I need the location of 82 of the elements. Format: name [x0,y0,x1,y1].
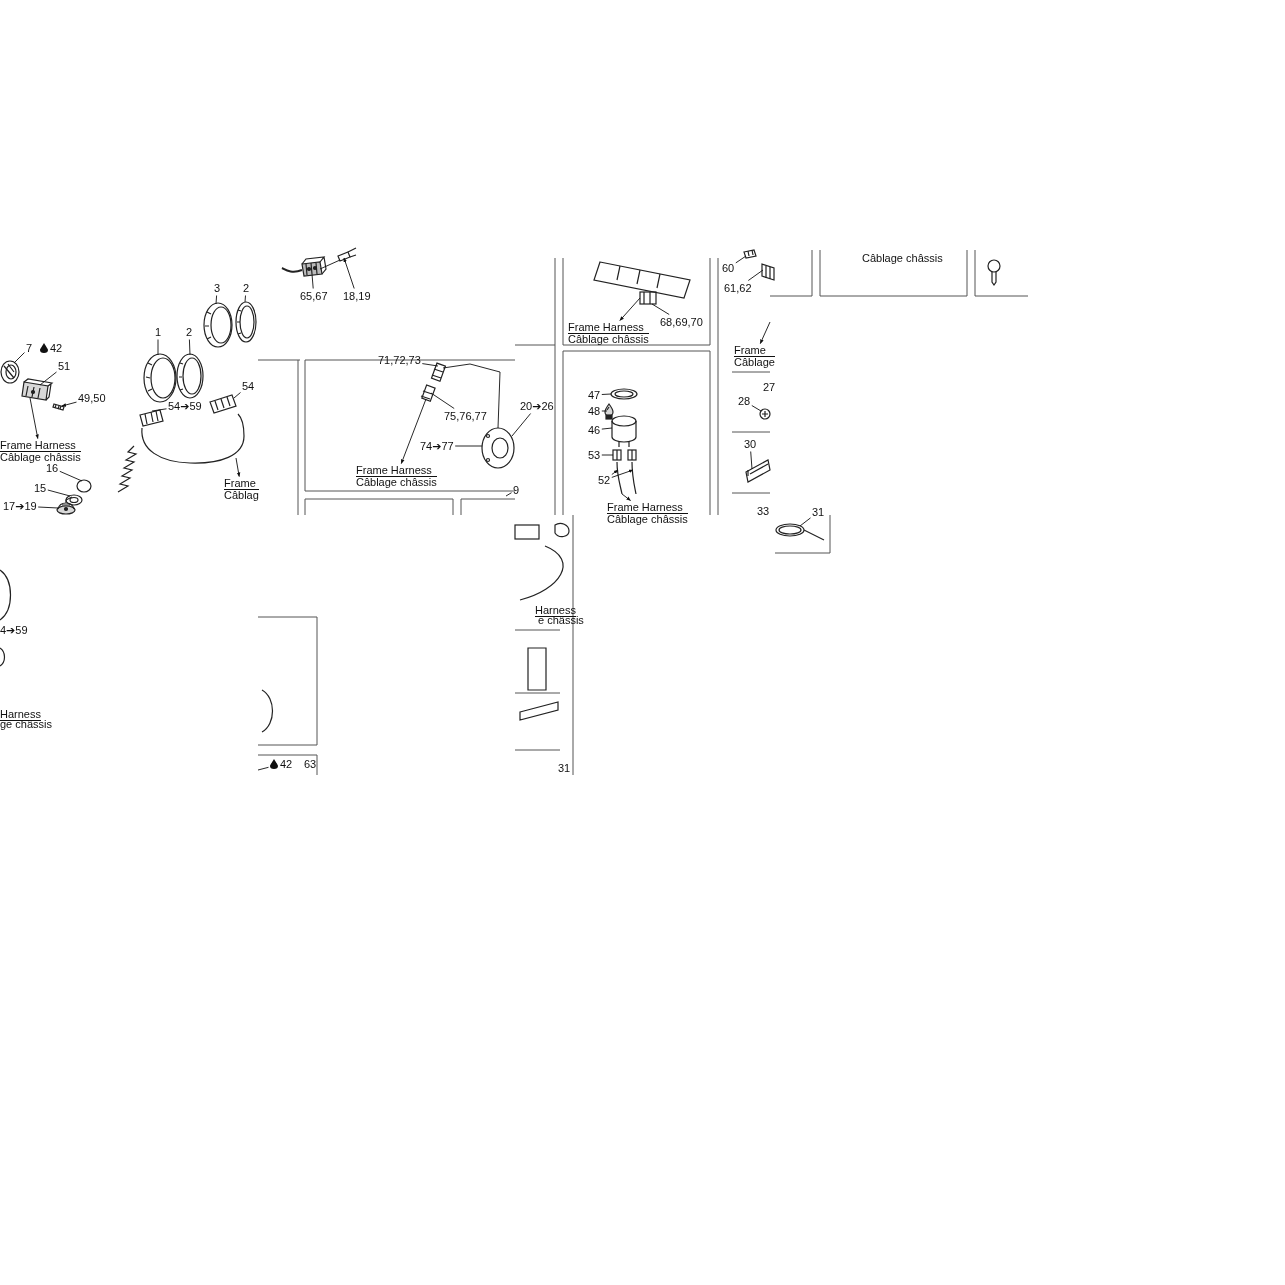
callout-number: 53 [588,449,601,461]
callout-number: 2 [243,282,250,294]
harness-name: Frame [734,345,775,357]
fuel-sender-drawing [481,427,515,469]
callout-number: 20➔26 [520,400,554,412]
clip-drawing [743,249,757,259]
callout-number: 27 [763,381,776,393]
callout-number: 17➔19 [3,500,37,512]
callout-number: 51 [58,360,71,372]
channel-drawing [745,459,771,483]
terminal-drawing [52,403,65,411]
callout-number: 2 [186,326,193,338]
callout-number: 3 [214,282,221,294]
connector-drawing [209,394,237,414]
callout-number: 54➔59 [168,400,202,412]
callout-number: 9 [513,484,520,496]
callout-number: 47 [588,389,601,401]
gauge-ring-drawing [203,302,233,348]
callout-number: 33 [757,505,770,517]
fuse-box-drawing [593,261,691,305]
harness-name-translation: Câblage châssis [862,252,943,264]
callout-number: 7 [26,342,33,354]
harness-name: Frame Harness [356,465,437,477]
gauge-ring-drawing [176,353,204,399]
callout-number: 61,62 [724,282,752,294]
callout-number: 46 [588,424,601,436]
callout-number: 63 [304,758,317,770]
harness-name: Harness [0,708,41,721]
callout-number: 48 [588,405,601,417]
callout-number: 74➔77 [420,440,454,452]
cover-drawing [0,360,20,384]
harness-name-translation: e châssis [538,614,584,626]
connector-drawing [21,378,54,401]
callout-number: 42 [50,342,63,354]
connector-drawing [430,362,447,382]
cable-tie-drawing [775,523,825,541]
callout-number: 1 [155,326,162,338]
harness-name-translation: Câblage châssis [568,334,649,345]
callout-number: 49,50 [78,392,106,404]
harness-name-translation: Câblage châssis [356,477,437,488]
harness-name-translation: Câblage [734,357,775,368]
cap-drawing [56,496,76,515]
callout-number: 42 [280,758,293,770]
callout-number: 65,67 [300,290,328,302]
gauge-ring-drawing [235,301,257,343]
callout-number: 71,72,73 [378,354,421,366]
connector-drawing [612,449,637,461]
gauge-ring-drawing [143,353,177,403]
gauge-drawing [611,415,637,448]
fastener-drawing [759,408,771,420]
callout-number: 15 [34,482,47,494]
harness-name: Harness [535,604,576,617]
callout-number: 18,19 [343,290,371,302]
harness-name-translation: Câblage châssis [607,514,688,525]
harness-name: Frame Harness [607,502,688,514]
wire-drawing [141,413,245,464]
ring-drawing [610,388,638,400]
terminal-drawing [337,247,357,262]
callout-number: 54 [242,380,255,392]
ring-drawing [65,494,83,506]
callout-number: 28 [738,395,751,407]
harness-name: Frame Harness [568,322,649,334]
connector-drawing [281,256,327,277]
harness-name-translation: ge châssis [0,718,52,730]
connector-drawing [420,384,436,403]
callout-number: 75,76,77 [444,410,487,422]
connector-drawing [139,409,164,427]
harness-name-translation: Câblag [224,490,259,501]
callout-number: 60 [722,262,735,274]
callout-number: 52 [598,474,611,486]
harness-name-translation: Câblage châssis [0,452,81,463]
callout-number: 31 [558,762,571,774]
callout-number: 16 [46,462,59,474]
callout-number: 31 [812,506,825,518]
wire-drawing [616,461,637,495]
bracket-drawing [761,263,775,281]
callout-number: 68,69,70 [660,316,703,328]
harness-name: Frame Harness [0,440,81,452]
harness-name: Frame [224,478,259,490]
callout-number: 30 [744,438,757,450]
bulb-drawing [604,403,614,420]
callout-number: 4➔59 [0,624,28,636]
